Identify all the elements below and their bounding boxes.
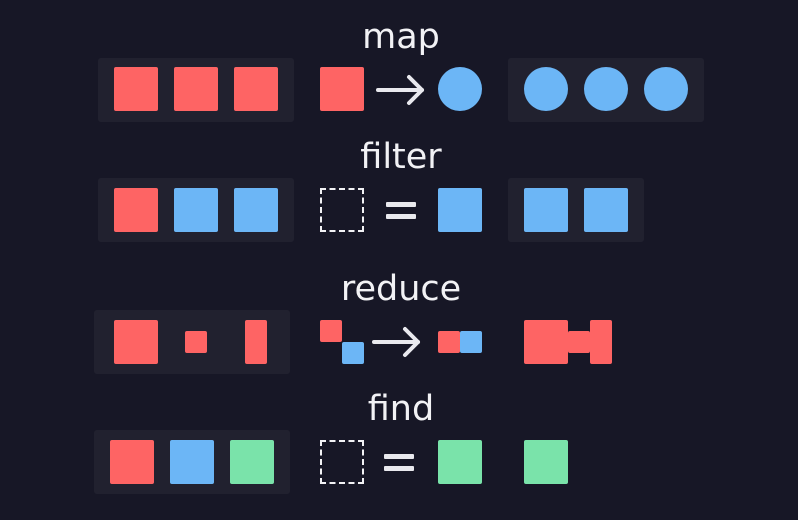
filter-operation-blue-square [438,188,482,232]
filter-placeholder-box [320,188,364,232]
reduce-arrow-icon [372,327,420,357]
red-square-large [114,320,158,364]
blue-square [174,188,218,232]
red-square [234,67,278,111]
find-input-panel [94,430,290,494]
red-square [114,188,158,232]
find-operation-green-square [438,440,482,484]
reduce-output-combined-shape [524,320,612,364]
filter-title: filter [360,137,442,177]
red-square-small [185,331,207,353]
red-square [110,440,154,484]
find-output-green-square [524,440,568,484]
map-arrow-icon [376,75,424,105]
blue-circle [524,67,568,111]
reduce-result-red-square [438,331,460,353]
map-title: map [362,17,440,57]
reduce-title: reduce [340,269,462,309]
blue-circle [584,67,628,111]
map-output-panel [508,58,704,122]
blue-circle [644,67,688,111]
reduce-operation-blue-square [342,342,364,364]
find-title: find [367,389,435,429]
reduce-input-panel [94,310,290,374]
blue-square [170,440,214,484]
red-square [114,67,158,111]
red-bar-tall [245,320,267,364]
blue-square [584,188,628,232]
find-placeholder-box [320,440,364,484]
green-square [230,440,274,484]
filter-equals-icon [386,200,416,222]
find-equals-icon [384,452,414,474]
map-operation-blue-circle [438,67,482,111]
reduce-operation-red-square [320,320,342,342]
map-input-panel [98,58,294,122]
filter-output-panel [508,178,644,242]
blue-square [524,188,568,232]
red-square [174,67,218,111]
filter-input-panel [98,178,294,242]
blue-square [234,188,278,232]
map-operation-red-square [320,67,364,111]
reduce-result-blue-square [460,331,482,353]
